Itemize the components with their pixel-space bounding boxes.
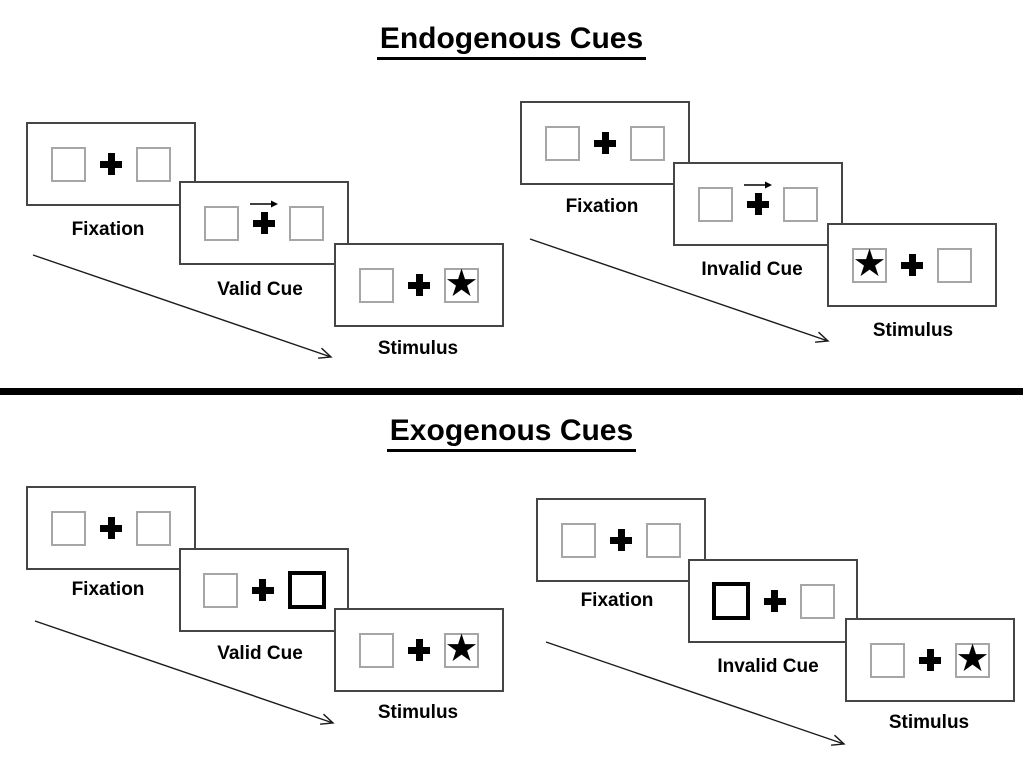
timeline-arrow [34, 620, 335, 725]
fixation-cross-icon [408, 274, 430, 296]
cue-label: Invalid Cue [717, 656, 819, 677]
fixation-label: Fixation [71, 579, 145, 600]
left-box-cue-highlight [711, 582, 750, 620]
right-box [783, 186, 818, 222]
stimulus-panel: ★ [827, 223, 997, 307]
fixation-cross-icon [408, 639, 430, 661]
arrow-right-icon [744, 181, 772, 189]
fixation-label: Fixation [71, 219, 145, 240]
cue-label: Invalid Cue [701, 259, 803, 280]
left-box [51, 510, 86, 546]
right-box [136, 510, 171, 546]
fixation-cross-icon [100, 153, 122, 175]
left-box [545, 125, 580, 161]
cue-label: Valid Cue [217, 643, 303, 664]
cue-panel [179, 181, 349, 265]
left-box-with-star: ★ [852, 243, 887, 285]
fixation-cross-icon [919, 649, 941, 671]
exogenous-title-text: Exogenous Cues [386, 414, 637, 452]
left-box [561, 522, 596, 558]
left-box [204, 205, 239, 241]
right-box [289, 205, 324, 241]
right-box-with-star: ★ [444, 628, 479, 670]
exogenous-section-title: Exogenous Cues [0, 414, 1023, 452]
stimulus-panel: ★ [845, 618, 1015, 702]
right-box [799, 583, 835, 619]
fixation-cross-icon [253, 212, 275, 234]
right-box [630, 125, 665, 161]
endogenous-section-title: Endogenous Cues [0, 22, 1023, 60]
stimulus-label: Stimulus [377, 338, 459, 359]
star-icon: ★ [444, 263, 479, 305]
fixation-panel [520, 101, 690, 185]
fixation-cross-icon [901, 254, 923, 276]
fixation-cross-icon [763, 590, 786, 612]
fixation-label: Fixation [580, 590, 654, 611]
fixation-cross-icon [747, 193, 769, 215]
timeline-arrow [529, 238, 830, 343]
left-box [202, 572, 238, 608]
left-box [359, 632, 394, 668]
right-box-with-star: ★ [444, 263, 479, 305]
left-box [870, 642, 905, 678]
cue-panel [179, 548, 349, 632]
fixation-cross-icon [610, 529, 632, 551]
star-icon: ★ [444, 628, 479, 670]
left-box [698, 186, 733, 222]
stimulus-panel: ★ [334, 608, 504, 692]
right-box [937, 247, 972, 283]
right-box-cue-highlight [287, 571, 326, 609]
fixation-cross-icon [100, 517, 122, 539]
right-box [136, 146, 171, 182]
right-box-with-star: ★ [955, 638, 990, 680]
timeline-arrow [545, 641, 846, 746]
fixation-label: Fixation [565, 196, 639, 217]
fixation-cross-icon [251, 579, 274, 601]
fixation-cross-icon [594, 132, 616, 154]
stimulus-label: Stimulus [888, 712, 970, 733]
fixation-panel [26, 486, 196, 570]
star-icon: ★ [852, 243, 887, 285]
cue-panel [688, 559, 858, 643]
arrow-right-icon [250, 200, 278, 208]
timeline-arrow [32, 254, 333, 359]
stimulus-panel: ★ [334, 243, 504, 327]
fixation-panel [26, 122, 196, 206]
right-box [646, 522, 681, 558]
left-box [51, 146, 86, 182]
left-box [359, 267, 394, 303]
stimulus-label: Stimulus [872, 320, 954, 341]
star-icon: ★ [955, 638, 990, 680]
endogenous-title-text: Endogenous Cues [376, 22, 647, 60]
section-divider [0, 388, 1023, 395]
stimulus-label: Stimulus [377, 702, 459, 723]
cue-panel [673, 162, 843, 246]
fixation-panel [536, 498, 706, 582]
cue-label: Valid Cue [217, 279, 303, 300]
